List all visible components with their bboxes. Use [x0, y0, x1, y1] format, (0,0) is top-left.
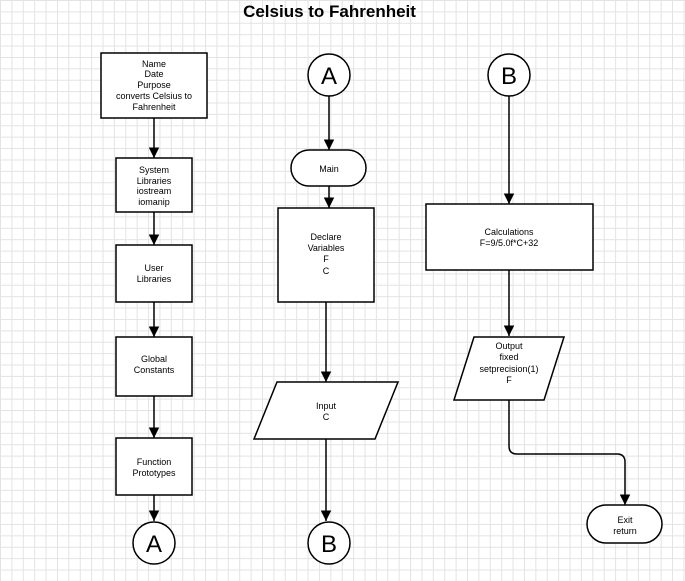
system-libraries-line-1: System [139, 165, 169, 175]
connector-a-in: A [307, 53, 351, 97]
calculations-line-1: Calculations [484, 227, 534, 237]
function-prototypes-line-1: Function [137, 457, 172, 467]
user-libraries-line-1: User [144, 263, 163, 273]
input-line-1: Input [316, 401, 337, 411]
system-libraries-box: System Libraries iostream iomanip [115, 157, 193, 213]
connector-b-in: B [487, 53, 531, 97]
main-terminal: Main [290, 149, 367, 187]
calculations-box: Calculations F=9/5.0f*C+32 [425, 203, 594, 271]
declare-variables-line-1: Declare [310, 232, 341, 242]
declare-variables-line-2: Variables [308, 243, 345, 253]
global-constants-line-1: Global [141, 354, 167, 364]
declare-variables-box: Declare Variables F C [277, 207, 375, 303]
system-libraries-line-3: iostream [137, 186, 172, 196]
header-line-2: Date [144, 69, 163, 79]
global-constants-line-2: Constants [134, 365, 175, 375]
output-line-1: Output [495, 341, 523, 351]
output-line-4: F [506, 375, 512, 385]
header-process-box: Name Date Purpose converts Celsius to Fa… [100, 52, 208, 119]
function-prototypes-box: Function Prototypes [115, 437, 193, 496]
connector-a-in-label: A [321, 63, 337, 90]
exit-terminal: Exit return [586, 504, 663, 544]
input-line-2: C [323, 412, 330, 422]
connector-b-out-label: B [321, 531, 337, 558]
input-parallelogram: Input C [252, 381, 400, 440]
diagram-title: Celsius to Fahrenheit [243, 2, 416, 21]
connector-a-out-label: A [146, 531, 162, 558]
declare-variables-line-4: C [323, 266, 330, 276]
edge-output-to-exit [508, 400, 631, 505]
header-line-4: converts Celsius to [116, 91, 192, 101]
header-line-1: Name [142, 59, 166, 69]
output-parallelogram: Output fixed setprecision(1) F [452, 336, 566, 401]
main-label: Main [319, 164, 339, 174]
output-line-2: fixed [499, 352, 518, 362]
calculations-line-2: F=9/5.0f*C+32 [480, 238, 539, 248]
global-constants-box: Global Constants [115, 336, 193, 397]
user-libraries-box: User Libraries [115, 244, 193, 303]
exit-line-2: return [613, 526, 637, 536]
declare-variables-line-3: F [323, 254, 329, 264]
output-line-3: setprecision(1) [479, 364, 538, 374]
user-libraries-line-2: Libraries [137, 274, 172, 284]
connector-b-in-label: B [501, 63, 517, 90]
function-prototypes-line-2: Prototypes [132, 468, 176, 478]
system-libraries-line-2: Libraries [137, 176, 172, 186]
connector-b-out: B [307, 521, 351, 565]
header-line-3: Purpose [137, 80, 171, 90]
system-libraries-line-4: iomanip [138, 197, 170, 207]
exit-line-1: Exit [617, 515, 633, 525]
header-line-5: Fahrenheit [132, 102, 176, 112]
connector-a-out: A [132, 521, 176, 565]
